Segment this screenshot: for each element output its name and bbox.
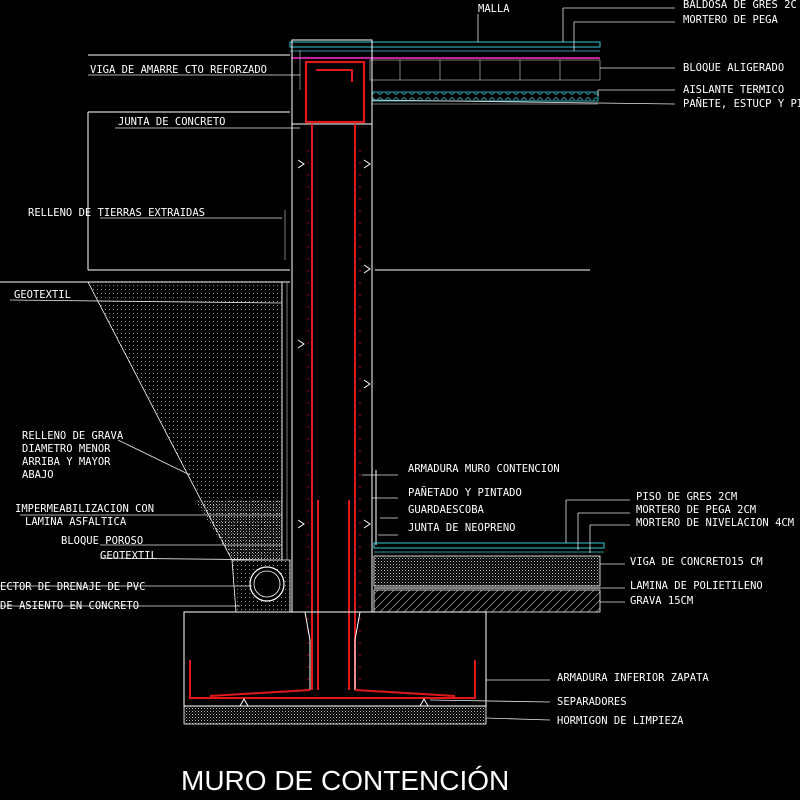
label-relleno-grava-1: RELLENO DE GRAVA (22, 430, 124, 442)
label-aislante: AISLANTE TERMICO (683, 84, 784, 96)
label-geotextil-bottom: GEOTEXTIL (100, 550, 157, 562)
label-bloque-aligerado: BLOQUE ALIGERADO (683, 62, 784, 74)
leader-lines (0, 7, 676, 721)
label-viga-amarre: VIGA DE AMARRE CTO REFORZADO (90, 64, 267, 76)
label-viga-concreto: VIGA DE CONCRETO15 CM (630, 556, 763, 568)
label-impermeabilizacion-1: IMPERMEABILIZACION CON (15, 503, 154, 515)
label-mortero-nivelacion: MORTERO DE NIVELACION 4CM (636, 517, 794, 529)
label-malla: MALLA (478, 3, 510, 15)
label-lamina-polietileno: LAMINA DE POLIETILENO (630, 580, 763, 592)
label-armadura-muro: ARMADURA MURO CONTENCION (408, 463, 560, 475)
label-armadura-inferior: ARMADURA INFERIOR ZAPATA (557, 672, 709, 684)
label-relleno-tierras: RELLENO DE TIERRAS EXTRAIDAS (28, 207, 205, 219)
pvc-drain (231, 559, 291, 613)
label-bloque-poroso: BLOQUE POROSO (61, 535, 143, 547)
label-relleno-grava-3: ARRIBA Y MAYOR (22, 456, 111, 468)
label-guardaescoba: GUARDAESCOBA (408, 504, 485, 516)
label-asiento: DE ASIENTO EN CONCRETO (0, 600, 139, 612)
label-colector: ECTOR DE DRENAJE DE PVC (0, 581, 145, 593)
label-impermeabilizacion-2: LAMINA ASFALTICA (25, 516, 127, 528)
label-baldosa: BALDOSA DE GRES 2C (683, 0, 797, 11)
label-hormigon: HORMIGON DE LIMPIEZA (557, 715, 684, 727)
label-mortero-pega-top: MORTERO DE PEGA (683, 14, 779, 26)
label-relleno-grava-4: ABAJO (22, 469, 54, 481)
ground-lines (0, 54, 590, 283)
label-mortero-pega-2cm: MORTERO DE PEGA 2CM (636, 504, 756, 516)
drawing-title: MURO DE CONTENCIÓN (181, 765, 509, 796)
label-grava: GRAVA 15CM (630, 595, 693, 607)
label-piso-gres: PISO DE GRES 2CM (636, 491, 737, 503)
label-junta-neopreno: JUNTA DE NEOPRENO (408, 522, 515, 534)
label-separadores: SEPARADORES (557, 696, 627, 708)
footing (183, 611, 487, 725)
wall (281, 124, 377, 690)
callout-labels: MALLA BALDOSA DE GRES 2C MORTERO DE PEGA… (0, 0, 800, 727)
interior-floor (373, 542, 605, 613)
label-geotextil-top: GEOTEXTIL (14, 289, 71, 301)
label-relleno-grava-2: DIAMETRO MENOR (22, 443, 111, 455)
top-slab (289, 41, 601, 105)
label-panete-estuco: PAÑETE, ESTUCP Y PI (683, 97, 800, 110)
label-panetado: PAÑETADO Y PINTADO (408, 486, 522, 499)
label-junta-concreto: JUNTA DE CONCRETO (118, 116, 225, 128)
tie-beam (291, 39, 373, 125)
